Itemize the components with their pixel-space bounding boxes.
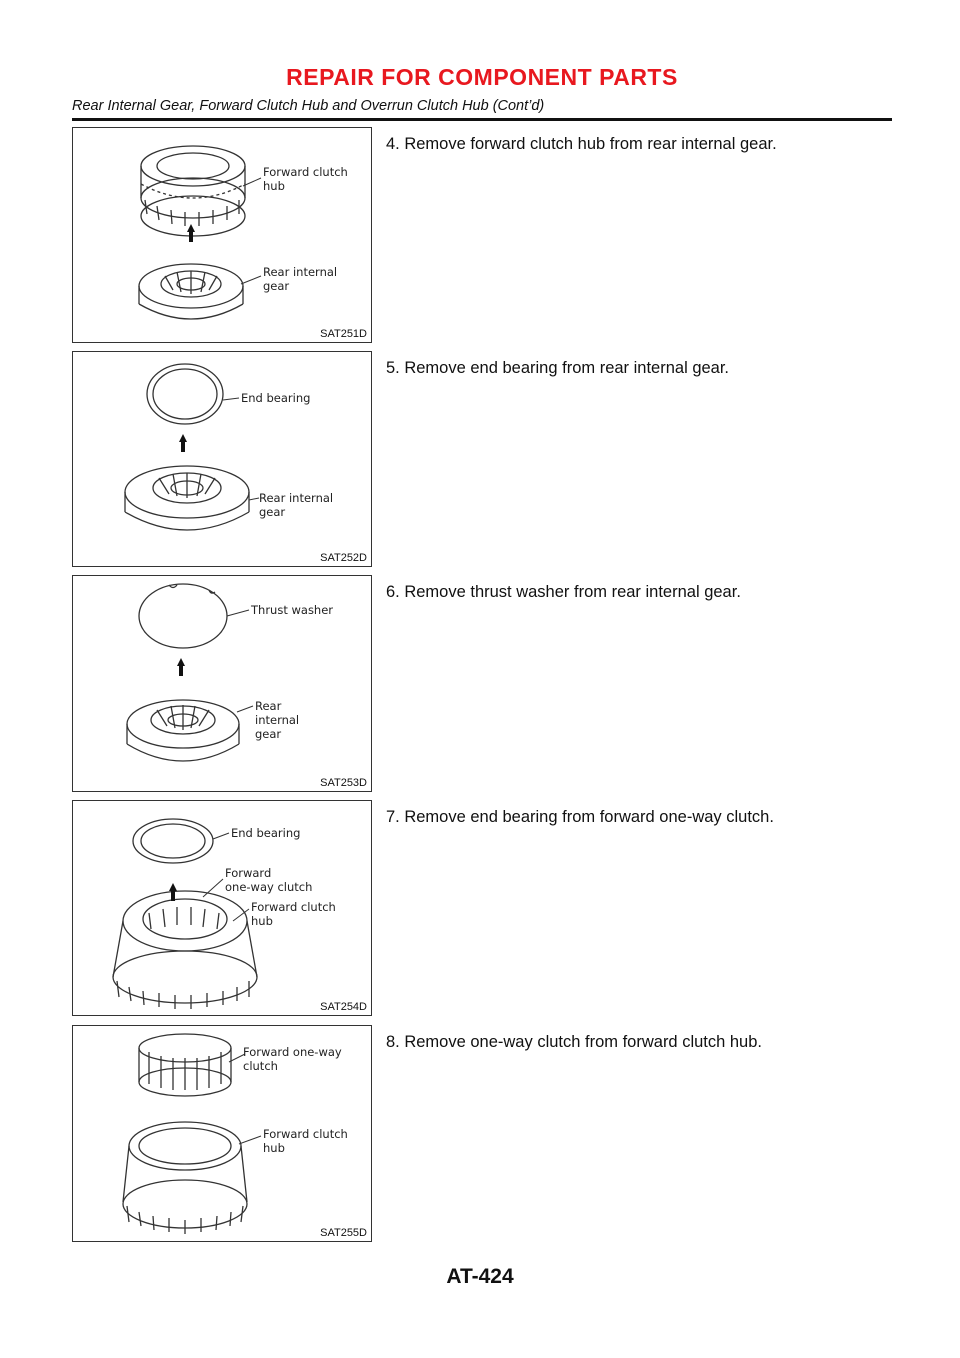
page-number: AT-424 [446, 1265, 514, 1288]
step-row-7: End bearing Forward one-way clutch Forwa… [72, 800, 892, 1016]
figure-code: SAT253D [320, 777, 367, 789]
figure-sat252d: End bearing Rear internal gear SAT252D [72, 351, 372, 567]
label-rear-internal: Rear internal [263, 265, 337, 279]
step-text-6: 6. Remove thrust washer from rear intern… [386, 583, 741, 601]
figure-sat253d: Thrust washer Rear internal gear SAT253D [72, 575, 372, 792]
figure-sat251d: Forward clutch hub Rear internal gear SA… [72, 127, 372, 343]
figure-code: SAT255D [320, 1227, 367, 1239]
page-subtitle: Rear Internal Gear, Forward Clutch Hub a… [72, 98, 545, 114]
figure-code: SAT251D [320, 328, 367, 340]
arrow-up-icon [179, 434, 187, 442]
clutch-hub-illustration: Forward clutch hub Rear internal gear [138, 145, 348, 320]
label-end-bearing: End bearing [241, 391, 310, 405]
label-clutch: clutch [243, 1059, 278, 1073]
label-one-way-clutch: one-way clutch [225, 880, 312, 894]
label-hub: hub [251, 914, 273, 928]
label-gear: gear [259, 505, 285, 519]
step-row-8: Forward one-way clutch Forward clutch hu… [72, 1025, 892, 1242]
step-text-5: 5. Remove end bearing from rear internal… [386, 359, 730, 377]
label-forward-one-way: Forward one-way [243, 1045, 342, 1059]
label-rear: Rear [255, 699, 282, 713]
thrust-washer-illustration: Thrust washer Rear internal gear [126, 583, 333, 762]
figure-sat254d: End bearing Forward one-way clutch Forwa… [72, 800, 372, 1016]
header-divider [72, 118, 892, 121]
label-hub: hub [263, 1141, 285, 1155]
forward-oneway-clutch-illustration: End bearing Forward one-way clutch Forwa… [112, 818, 336, 1009]
step-row-6: Thrust washer Rear internal gear SAT253D… [72, 575, 892, 792]
label-internal: internal [255, 713, 299, 727]
label-hub: hub [263, 179, 285, 193]
label-end-bearing: End bearing [231, 826, 300, 840]
arrow-up-icon [177, 658, 185, 666]
label-gear: gear [263, 279, 289, 293]
label-gear: gear [255, 727, 281, 741]
figure-sat255d: Forward one-way clutch Forward clutch hu… [72, 1025, 372, 1242]
arrow-up-icon [169, 883, 177, 891]
label-forward: Forward [225, 866, 271, 880]
label-forward-clutch: Forward clutch [251, 900, 336, 914]
step-row-5: End bearing Rear internal gear SAT252D 5… [72, 351, 892, 567]
oneway-clutch-hub-illustration: Forward one-way clutch Forward clutch hu… [122, 1033, 348, 1234]
end-bearing-illustration: End bearing Rear internal gear [124, 363, 333, 531]
figure-code: SAT252D [320, 552, 367, 564]
label-thrust-washer: Thrust washer [250, 603, 333, 617]
label-rear-internal: Rear internal [259, 491, 333, 505]
label-forward-clutch: Forward clutch [263, 1127, 348, 1141]
figure-code: SAT254D [320, 1001, 367, 1013]
arrow-up-icon [187, 224, 195, 232]
step-text-7: 7. Remove end bearing from forward one-w… [386, 808, 774, 826]
step-text-8: 8. Remove one-way clutch from forward cl… [386, 1033, 762, 1051]
label-forward-clutch: Forward clutch [263, 165, 348, 179]
page-title: REPAIR FOR COMPONENT PARTS [286, 64, 678, 90]
step-text-4: 4. Remove forward clutch hub from rear i… [386, 135, 777, 153]
step-row-4: Forward clutch hub Rear internal gear SA… [72, 127, 892, 343]
